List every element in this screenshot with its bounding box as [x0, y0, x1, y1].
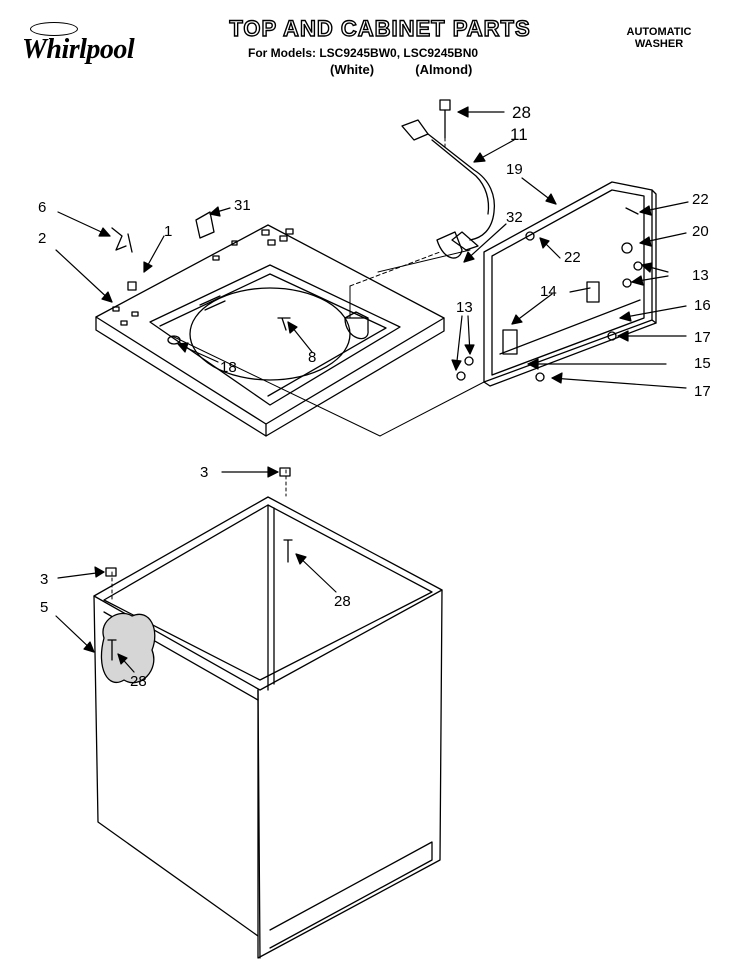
- callout-20: 20: [692, 223, 709, 240]
- callout-31: 31: [234, 197, 251, 214]
- callout-17-top: 17: [694, 329, 711, 346]
- callout-22-top: 22: [692, 191, 709, 208]
- bumpers-22-17: [525, 207, 639, 382]
- callout-15: 15: [694, 355, 711, 372]
- lid-switch-housing: [344, 231, 463, 340]
- wire-harness: [401, 119, 496, 251]
- screw-28-top: [439, 99, 451, 139]
- callout-arrows: [55, 106, 689, 673]
- whirlpool-logo: Whirlpool: [22, 22, 152, 82]
- washer-top-panel: [95, 224, 445, 437]
- callout-14: 14: [540, 283, 557, 300]
- callout-11: 11: [510, 125, 528, 144]
- callout-28-low: 28: [130, 673, 147, 690]
- callout-22-mid: 22: [564, 249, 581, 266]
- callout-8: 8: [308, 349, 317, 366]
- callout-28-top: 28: [512, 103, 531, 122]
- callout-13-right: 13: [692, 267, 709, 284]
- brand-wordmark: Whirlpool: [22, 34, 135, 65]
- logo-emblem-icon: [30, 22, 78, 36]
- washer-lid: [483, 181, 657, 387]
- washer-cabinet: [93, 496, 443, 959]
- callout-13-left: 13: [456, 299, 473, 316]
- variant-almond: (Almond): [415, 62, 473, 77]
- cabinet-cutout-view: [100, 612, 156, 684]
- models-line: For Models: LSC9245BW0, LSC9245BN0: [248, 46, 479, 60]
- page-title: TOP AND CABINET PARTS: [229, 15, 531, 41]
- hinges-14: [502, 281, 600, 355]
- assembly-lines: [111, 137, 485, 601]
- callout-16: 16: [694, 297, 711, 314]
- callout-6: 6: [38, 199, 47, 216]
- callout-18: 18: [220, 359, 237, 376]
- callout-3-upper: 3: [200, 464, 209, 481]
- lid-clip-small-parts: [105, 211, 293, 661]
- color-variants: (White) (Almond): [330, 62, 472, 77]
- variant-white: (White): [330, 62, 375, 77]
- hinge-screws-13: [456, 261, 643, 381]
- product-type: AUTOMATIC WASHER: [626, 26, 692, 50]
- callout-17-bottom: 17: [694, 383, 711, 400]
- callout-28-mid: 28: [334, 593, 351, 610]
- callout-19: 19: [506, 161, 523, 178]
- callout-2: 2: [38, 230, 47, 247]
- callout-3-lower: 3: [40, 571, 49, 588]
- callout-1: 1: [164, 223, 173, 240]
- callout-5: 5: [40, 599, 49, 616]
- callout-32: 32: [506, 209, 523, 226]
